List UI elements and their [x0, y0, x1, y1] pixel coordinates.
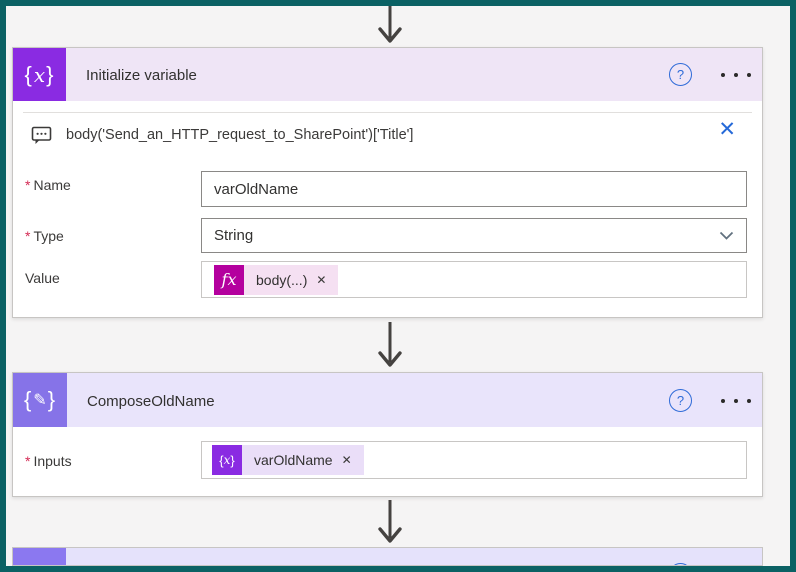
help-icon[interactable]: ? — [669, 63, 692, 86]
comment-icon — [31, 126, 52, 144]
icon-brace-close: } — [47, 562, 55, 566]
action-card-compose-old-name[interactable]: {✎} ComposeOldName ? *Inputs {x} varOldN… — [12, 372, 763, 497]
remove-token-icon[interactable]: ✕ — [341, 453, 352, 467]
expression-token-pill[interactable]: fx body(...) ✕ — [214, 264, 339, 295]
fx-expression-icon: fx — [214, 264, 244, 295]
value-field-label: Value — [25, 270, 60, 286]
variable-braces-x-icon: {x} — [212, 445, 242, 475]
icon-brace-open: { — [23, 562, 31, 566]
action-card-initialize-variable[interactable]: {x} Initialize variable ? body('Send_an_… — [12, 47, 763, 318]
token-pill-text: varOldName — [254, 452, 333, 468]
required-asterisk: * — [25, 177, 31, 193]
icon-pencil-char: ✎ — [32, 565, 47, 566]
required-asterisk: * — [25, 228, 31, 244]
required-asterisk: * — [25, 453, 31, 469]
type-select-value: String — [214, 227, 254, 244]
remove-token-icon[interactable]: ✕ — [316, 272, 327, 287]
token-pill-text: body(...) — [256, 271, 308, 288]
icon-brace-open: { — [24, 61, 33, 87]
inputs-field-label: *Inputs — [25, 453, 72, 469]
icon-pencil-char: ✎ — [33, 392, 47, 409]
action-card-partial[interactable]: {✎} ? — [12, 547, 763, 566]
close-icon[interactable]: ✕ — [718, 118, 736, 141]
more-options-icon[interactable] — [721, 73, 751, 77]
card-title: ComposeOldName — [87, 393, 215, 410]
help-icon[interactable]: ? — [669, 563, 692, 565]
type-select[interactable]: String — [201, 218, 747, 253]
compose-braces-pencil-icon: {✎} — [13, 373, 67, 427]
variable-braces-x-icon: {x} — [13, 48, 66, 101]
value-input[interactable]: fx body(...) ✕ — [201, 261, 747, 298]
icon-x-char: x — [33, 62, 46, 87]
more-options-icon[interactable] — [721, 399, 751, 403]
name-input[interactable] — [201, 171, 747, 207]
card-title: Initialize variable — [86, 67, 197, 84]
connector-arrow-top — [378, 6, 402, 43]
card-header[interactable]: {✎} ComposeOldName ? — [13, 373, 762, 427]
connector-arrow-bottom — [378, 500, 402, 543]
icon-brace-close: } — [46, 61, 55, 87]
card-header[interactable]: {✎} ? — [13, 548, 762, 566]
chevron-down-icon — [719, 231, 734, 240]
name-field-label: *Name — [25, 177, 71, 193]
icon-brace-open: { — [23, 387, 33, 412]
help-icon[interactable]: ? — [669, 389, 692, 412]
connector-arrow-middle — [378, 322, 402, 367]
variable-token-pill[interactable]: {x} varOldName ✕ — [212, 445, 364, 475]
inputs-input[interactable]: {x} varOldName ✕ — [201, 441, 747, 479]
token-pill-body: body(...) ✕ — [244, 264, 339, 295]
header-separator — [23, 112, 752, 113]
compose-braces-pencil-icon: {✎} — [13, 548, 66, 566]
token-pill-body: varOldName ✕ — [242, 445, 364, 475]
icon-brace-close: } — [47, 387, 57, 412]
card-header[interactable]: {x} Initialize variable ? — [13, 48, 762, 101]
type-field-label: *Type — [25, 228, 64, 244]
expression-bar: body('Send_an_HTTP_request_to_SharePoint… — [31, 118, 748, 148]
expression-text: body('Send_an_HTTP_request_to_SharePoint… — [66, 127, 414, 143]
